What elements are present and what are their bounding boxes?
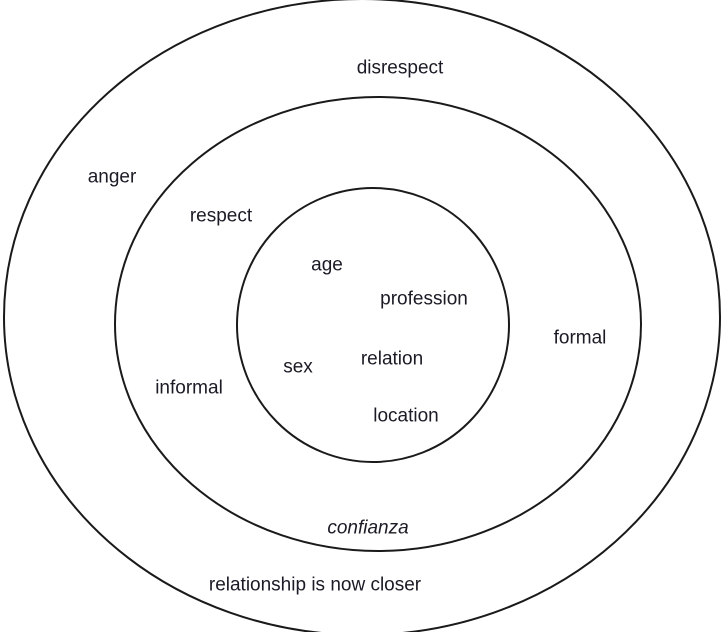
label-formal: formal — [553, 327, 607, 349]
label-relation: relation — [360, 348, 424, 370]
label-relationship-is-now-closer: relationship is now closer — [208, 574, 422, 596]
label-confianza: confianza — [327, 517, 409, 539]
inner-circle — [236, 187, 510, 463]
middle-circle — [114, 96, 642, 552]
label-informal: informal — [155, 377, 223, 399]
outer-circle — [3, 0, 721, 632]
label-location: location — [373, 405, 439, 427]
label-sex: sex — [283, 356, 313, 378]
label-profession: profession — [380, 288, 468, 310]
label-respect: respect — [189, 205, 253, 227]
label-age: age — [311, 254, 343, 276]
label-anger: anger — [87, 166, 137, 188]
label-disrespect: disrespect — [356, 57, 444, 79]
